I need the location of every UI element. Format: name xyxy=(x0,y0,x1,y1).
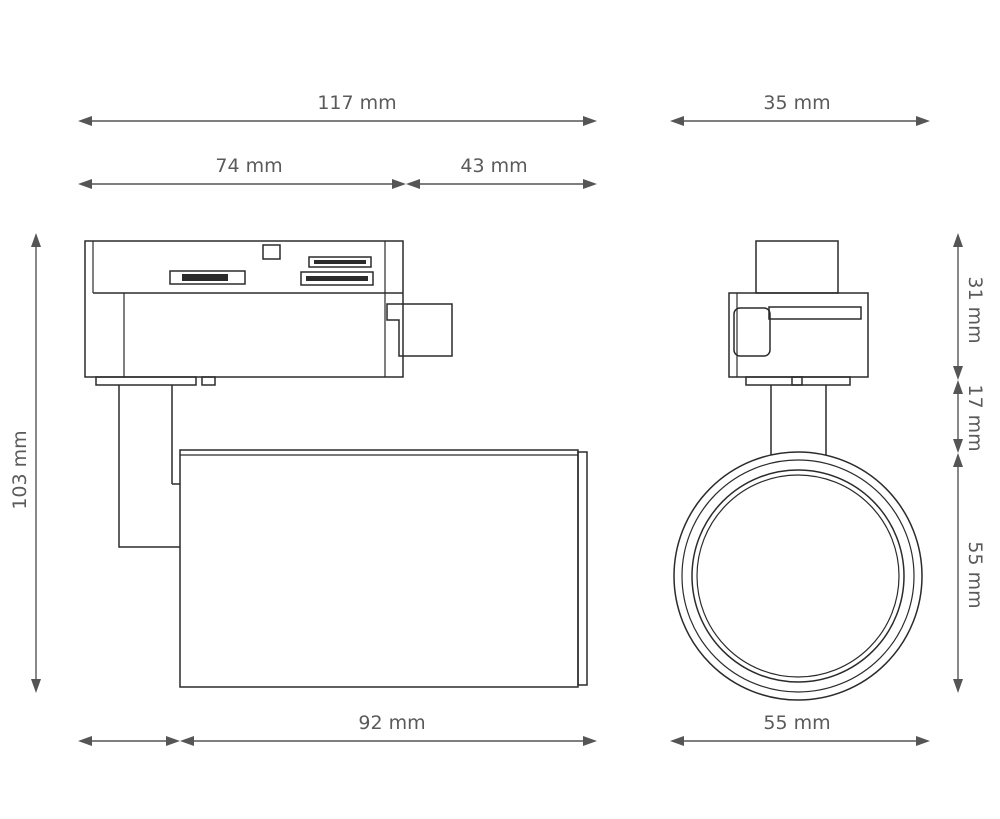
front-view xyxy=(673,240,923,701)
head-lens-bezel xyxy=(691,469,905,683)
dim-total-height-label: 103 mm xyxy=(9,430,31,509)
side-view xyxy=(84,240,588,688)
dim-adapter-height: 31 mm xyxy=(953,233,986,380)
dim-side-width: 35 mm xyxy=(670,92,930,126)
neck-bracket xyxy=(118,385,180,548)
adapter-slot-upper-inner xyxy=(314,260,366,264)
head-lens xyxy=(696,474,900,678)
adapter-slot-upper xyxy=(308,256,372,268)
dim-overall-length-label: 117 mm xyxy=(317,92,396,114)
dim-head-diameter: 55 mm xyxy=(670,712,930,746)
dim-overhang-length: 43 mm xyxy=(406,155,597,189)
connector-body xyxy=(728,292,869,378)
dim-adapter-length-label: 74 mm xyxy=(215,155,282,177)
dim-body-length-label: 92 mm xyxy=(358,712,425,734)
adapter-housing xyxy=(84,240,404,378)
dim-body-length: 92 mm xyxy=(78,712,597,746)
adapter-flange xyxy=(95,376,197,386)
adapter-flange-stub xyxy=(201,376,216,386)
connector-flange-tab xyxy=(791,376,803,386)
adapter-slot-lower-inner xyxy=(306,276,368,281)
spotlight-body xyxy=(179,449,579,688)
spotlight-front-bezel xyxy=(577,451,588,686)
adapter-slot-left-inner xyxy=(182,274,228,281)
dim-head-diameter-label: 55 mm xyxy=(763,712,830,734)
adapter-latch xyxy=(386,303,453,357)
adapter-slot-left xyxy=(169,270,246,285)
dim-overhang-length-label: 43 mm xyxy=(460,155,527,177)
connector-knob xyxy=(733,307,771,357)
head-ring-edge xyxy=(681,459,915,693)
adapter-slot-lower xyxy=(300,271,374,286)
connector-flange xyxy=(745,376,851,386)
dim-head-height-label: 55 mm xyxy=(964,541,986,608)
connector-top xyxy=(755,240,839,294)
connector-slot xyxy=(768,306,862,320)
dim-neck-height-label: 17 mm xyxy=(964,384,986,451)
dim-head-height: 55 mm xyxy=(953,453,986,693)
dim-adapter-height-label: 31 mm xyxy=(964,276,986,343)
dim-side-width-label: 35 mm xyxy=(763,92,830,114)
dim-adapter-length: 74 mm xyxy=(78,155,406,189)
dim-neck-height: 17 mm xyxy=(953,380,986,453)
adapter-marker xyxy=(262,244,281,260)
dim-overall-length: 117 mm xyxy=(78,92,597,126)
head-outer-ring xyxy=(673,451,923,701)
dim-total-height: 103 mm xyxy=(9,233,41,693)
